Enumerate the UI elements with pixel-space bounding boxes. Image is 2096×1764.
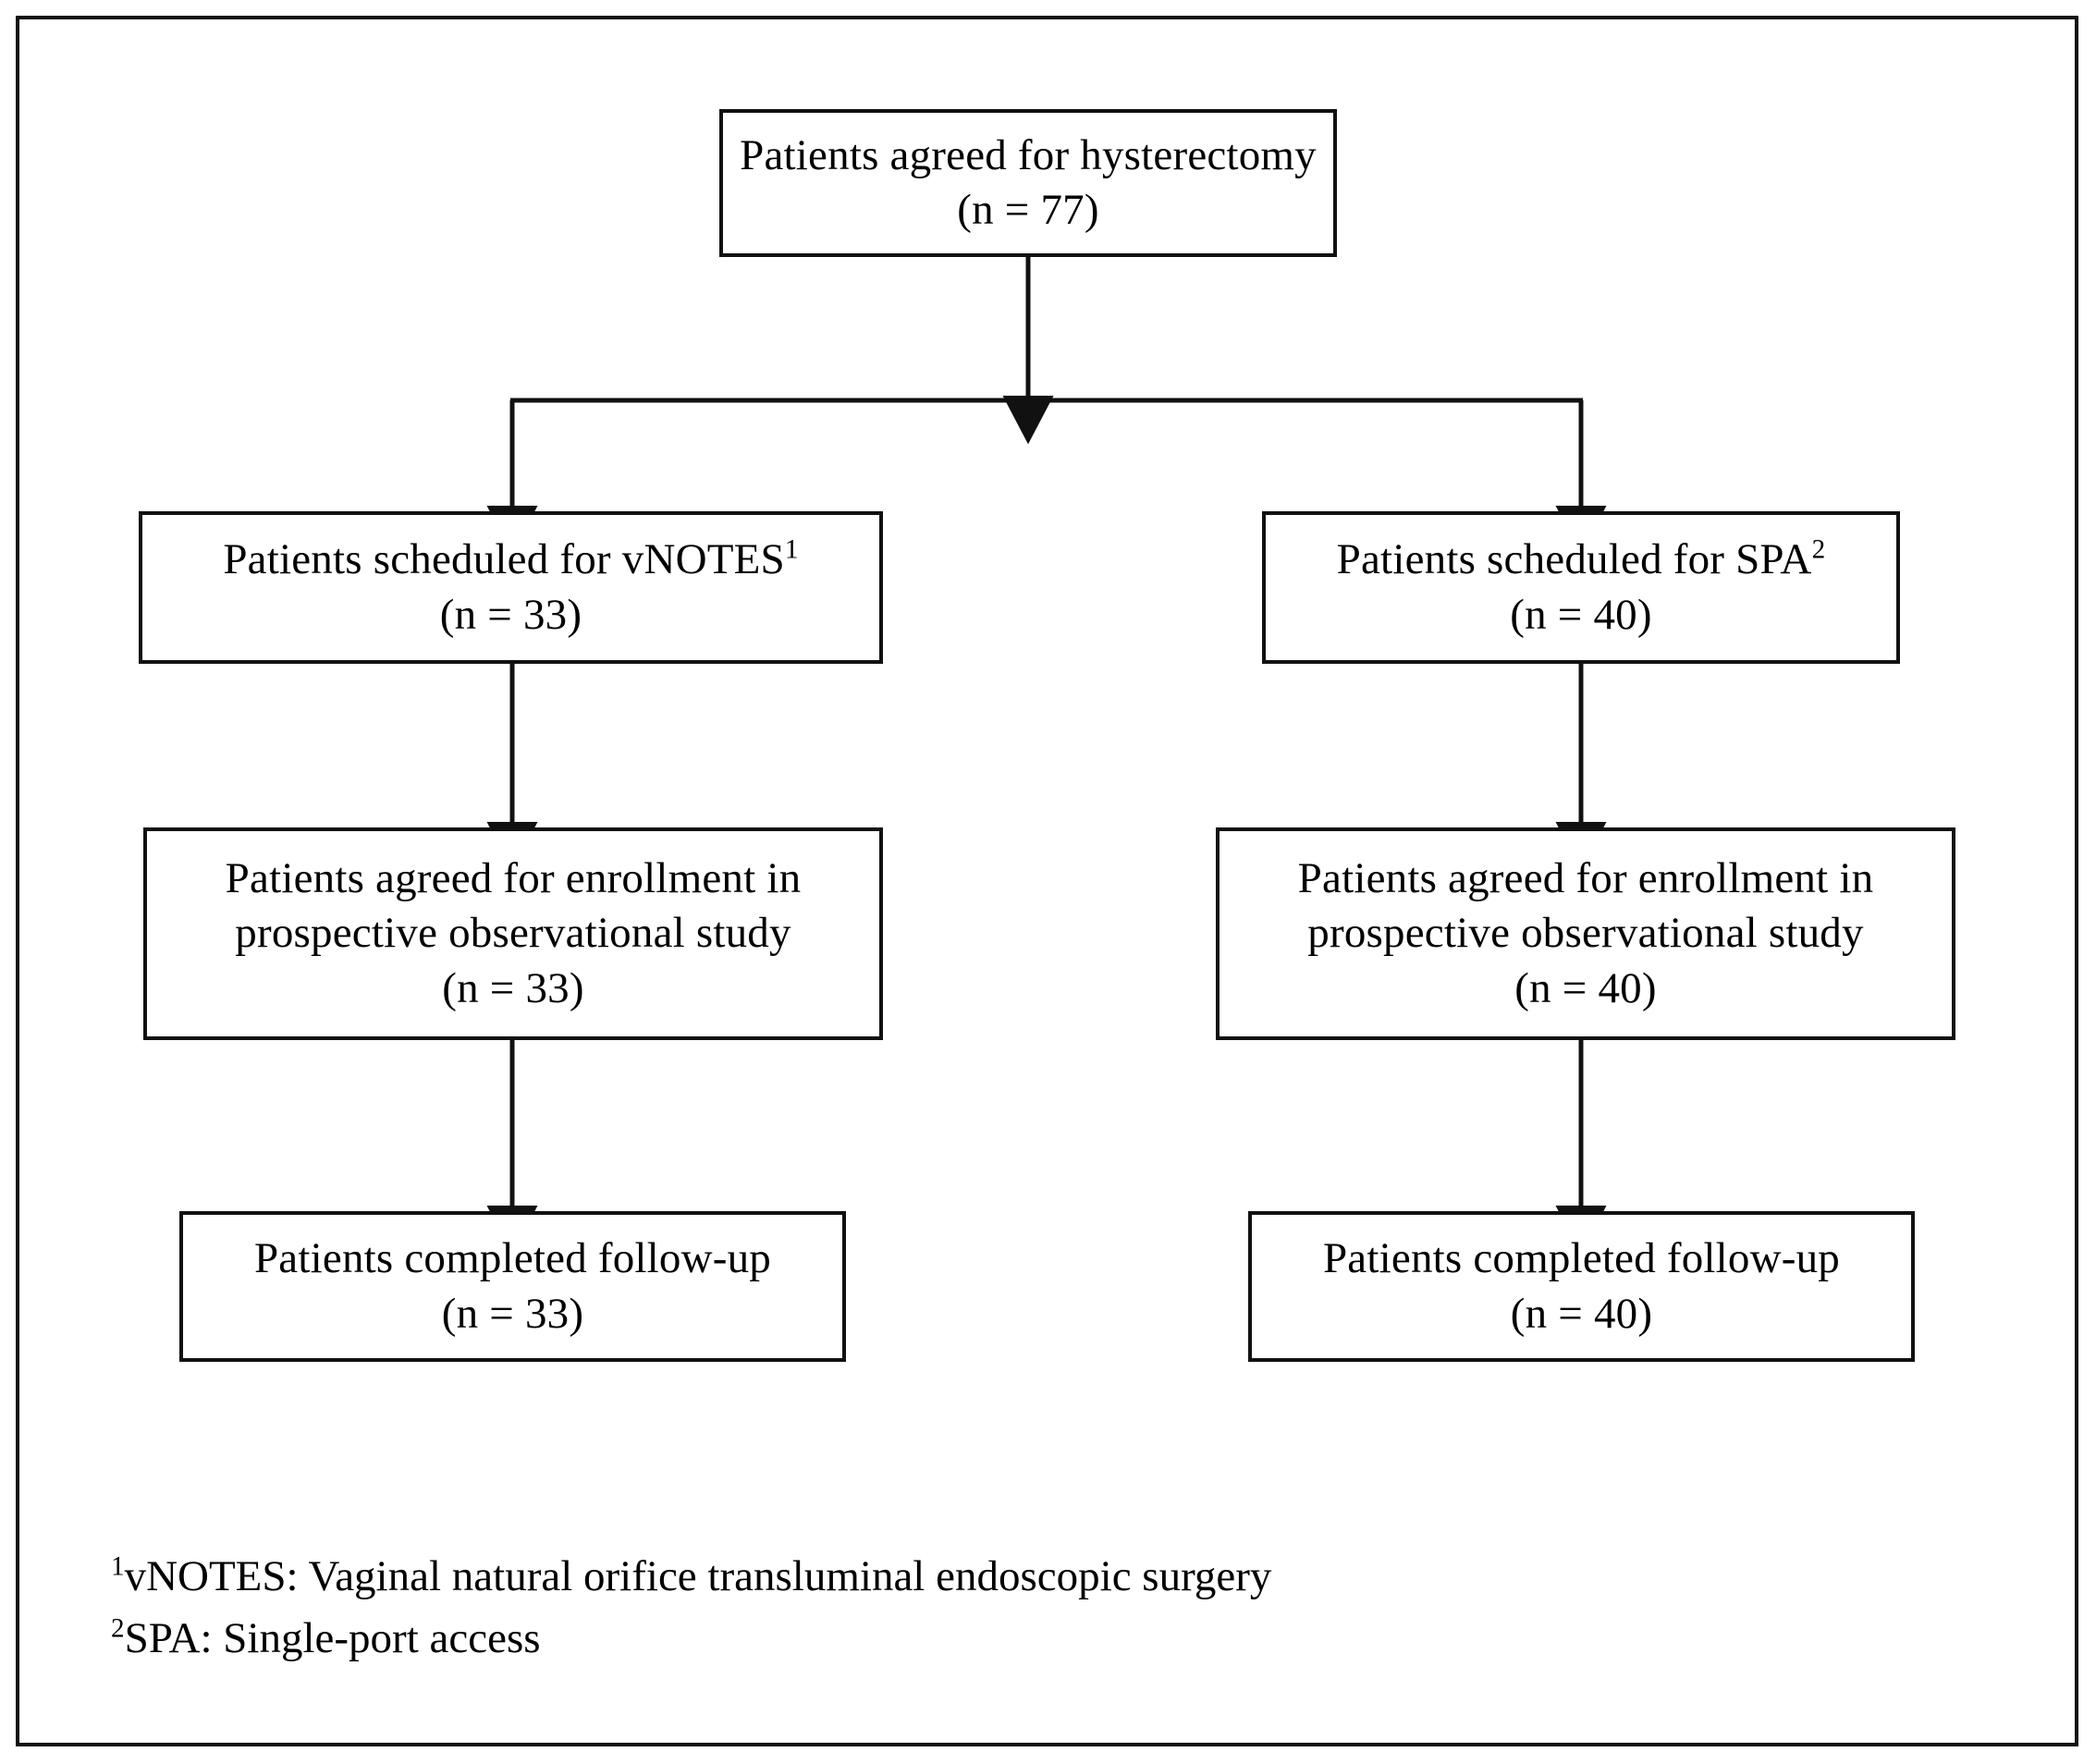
node-line-primary: Patients agreed for enrollment in — [225, 854, 802, 903]
node-line-count: (n = 40) — [1514, 963, 1657, 1012]
node-line-primary: Patients completed follow-up — [1322, 1234, 1841, 1283]
footnote-text-1: vNOTES: Vaginal natural orifice translum… — [124, 1552, 1272, 1600]
figure-footnotes: 1vNOTES: Vaginal natural orifice translu… — [111, 1546, 1868, 1669]
node-line-count: (n = 40) — [1510, 590, 1652, 639]
footnote-item-2: 2SPA: Single-port access — [111, 1608, 1868, 1670]
node-patients-followup-vnotes: Patients completed follow-up (n = 33) — [179, 1211, 846, 1362]
node-line-primary: Patients completed follow-up — [253, 1234, 772, 1283]
node-line-primary: Patients agreed for hysterectomy — [740, 130, 1317, 179]
footnote-marker-1-ref: 1 — [111, 1551, 125, 1582]
node-line-primary: Patients scheduled for SPA2 — [1337, 533, 1826, 587]
node-line-secondary: prospective observational study — [235, 909, 791, 958]
node-line-count: (n = 33) — [441, 1289, 584, 1338]
node-line-count: (n = 33) — [439, 590, 582, 639]
footnote-text-2: SPA: Single-port access — [124, 1613, 541, 1662]
footnote-marker-1: 1 — [784, 534, 799, 565]
node-patients-agreed-hysterectomy: Patients agreed for hysterectomy (n = 77… — [719, 109, 1337, 257]
footnote-marker-2-ref: 2 — [111, 1613, 125, 1644]
footnote-item-1: 1vNOTES: Vaginal natural orifice translu… — [111, 1546, 1868, 1608]
node-patients-followup-spa: Patients completed follow-up (n = 40) — [1248, 1211, 1915, 1362]
node-line-count: (n = 40) — [1510, 1289, 1653, 1338]
node-line-primary: Patients scheduled for vNOTES1 — [223, 533, 798, 587]
node-label-text: Patients scheduled for SPA — [1336, 535, 1812, 584]
footnote-marker-2: 2 — [1811, 534, 1826, 565]
node-line-primary: Patients agreed for enrollment in — [1297, 854, 1874, 903]
node-patients-enrolled-spa: Patients agreed for enrollment in prospe… — [1216, 827, 1955, 1040]
node-line-count: (n = 77) — [957, 186, 1099, 234]
node-patients-enrolled-vnotes: Patients agreed for enrollment in prospe… — [143, 827, 883, 1040]
node-patients-scheduled-vnotes: Patients scheduled for vNOTES1 (n = 33) — [139, 511, 883, 664]
node-line-count: (n = 33) — [442, 963, 584, 1012]
node-patients-scheduled-spa: Patients scheduled for SPA2 (n = 40) — [1262, 511, 1900, 664]
node-line-secondary: prospective observational study — [1307, 909, 1864, 958]
node-label-text: Patients scheduled for vNOTES — [223, 535, 785, 584]
